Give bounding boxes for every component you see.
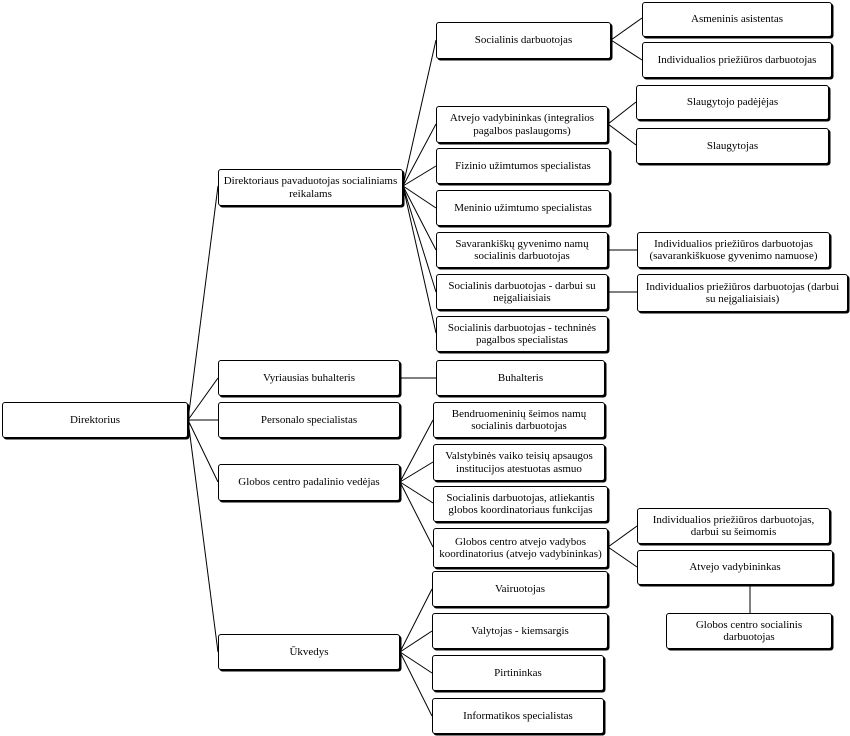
node-case-manager: Atvejo vadybininkas	[637, 550, 833, 585]
node-label: Individualios priežiūros darbuotojas	[657, 53, 817, 66]
node-label: Fizinio užimtumos specialistas	[455, 159, 591, 172]
node-label: Globos centro atvejo vadybos koordinator…	[439, 535, 602, 561]
node-nurse: Slaugytojas	[636, 128, 829, 164]
node-child-rights: Valstybinės vaiko teisių apsaugos instit…	[433, 444, 605, 481]
node-it: Informatikos specialistas	[432, 698, 604, 734]
node-label: Savarankiškų gyvenimo namų socialinis da…	[455, 237, 589, 263]
node-label: Socialinis darbuotojas, atliekantis glob…	[446, 491, 595, 517]
node-community-home-sw: Bendruomeninių šeimos namų socialinis da…	[433, 402, 605, 438]
node-label: Ūkvedys	[289, 645, 329, 658]
node-label: Slaugytojo padėjėjas	[686, 96, 779, 109]
node-label: Individualios priežiūros darbuotojas (da…	[645, 280, 840, 306]
node-label: Socialinis darbuotojas	[474, 34, 573, 47]
node-individual-care-worker: Individualios priežiūros darbuotojas	[642, 42, 832, 78]
node-icw-families: Individualios priežiūros darbuotojas, da…	[637, 508, 830, 544]
node-case-coord: Globos centro atvejo vadybos koordinator…	[433, 528, 608, 568]
node-social-worker: Socialinis darbuotojas	[436, 22, 611, 59]
node-personnel: Personalo specialistas	[218, 402, 400, 438]
node-independent-living-sw: Savarankiškų gyvenimo namų socialinis da…	[436, 232, 608, 268]
node-care-center-sw: Globos centro socialinis darbuotojas	[666, 613, 832, 649]
node-label: Direktorius	[69, 413, 121, 426]
node-nurse-assistant: Slaugytojo padėjėjas	[636, 85, 829, 120]
node-label: Globos centro padalinio vedėjas	[238, 476, 380, 489]
node-sauna: Pirtininkas	[432, 655, 604, 691]
node-label: Personalo specialistas	[260, 413, 358, 426]
node-label: Socialinis darbuotojas - techninės pagal…	[447, 321, 597, 347]
node-sw-technical: Socialinis darbuotojas - techninės pagal…	[436, 316, 608, 352]
node-label: Socialinis darbuotojas - darbui su neįga…	[448, 279, 596, 305]
node-label: Globos centro socialinis darbuotojas	[695, 618, 803, 644]
node-housekeeper: Ūkvedys	[218, 634, 400, 670]
node-accountant: Buhalteris	[436, 360, 605, 396]
node-label: Informatikos specialistas	[463, 709, 573, 722]
node-label: Individualios priežiūros darbuotojas (sa…	[649, 237, 818, 263]
node-label: Bendruomeninių šeimos namų socialinis da…	[451, 407, 587, 433]
node-personal-assistant: Asmeninis asistentas	[642, 2, 832, 37]
node-label: Buhalteris	[497, 371, 544, 384]
node-label: Slaugytojas	[706, 139, 759, 152]
node-sw-coordinator: Socialinis darbuotojas, atliekantis glob…	[433, 486, 608, 522]
node-art-activity: Meninio užimtumo specialistas	[436, 190, 610, 226]
node-sw-disabled: Socialinis darbuotojas - darbui su neįga…	[436, 274, 608, 310]
node-chief-accountant: Vyriausias buhalteris	[218, 360, 400, 396]
node-label: Asmeninis asistentas	[691, 13, 783, 26]
node-care-center-head: Globos centro padalinio vedėjas	[218, 464, 400, 501]
node-label: Individualios priežiūros darbuotojas, da…	[652, 513, 815, 539]
node-icw-disabled: Individualios priežiūros darbuotojas (da…	[637, 274, 848, 312]
node-driver: Vairuotojas	[432, 571, 608, 607]
node-label: Atvejo vadybininkas	[689, 561, 781, 574]
node-label: Vairuotojas	[494, 582, 546, 595]
node-case-manager-integral: Atvejo vadybininkas (integralios pagalbo…	[436, 106, 608, 143]
node-label: Atvejo vadybininkas (integralios pagalbo…	[449, 112, 595, 137]
node-physical-activity: Fizinio užimtumos specialistas	[436, 148, 610, 184]
node-icw-independent: Individualios priežiūros darbuotojas (sa…	[637, 232, 830, 268]
node-label: Direktoriaus pavaduotojas socialiniams r…	[223, 175, 398, 200]
node-label: Valstybinės vaiko teisių apsaugos instit…	[445, 450, 593, 475]
node-label: Vyriausias buhalteris	[263, 371, 355, 384]
node-director: Direktorius	[2, 402, 188, 438]
node-deputy-social: Direktoriaus pavaduotojas socialiniams r…	[218, 169, 403, 206]
node-label: Valytojas - kiemsargis	[471, 624, 569, 637]
node-cleaner: Valytojas - kiemsargis	[432, 613, 608, 649]
node-label: Meninio užimtumo specialistas	[454, 201, 592, 214]
node-label: Pirtininkas	[494, 666, 542, 679]
